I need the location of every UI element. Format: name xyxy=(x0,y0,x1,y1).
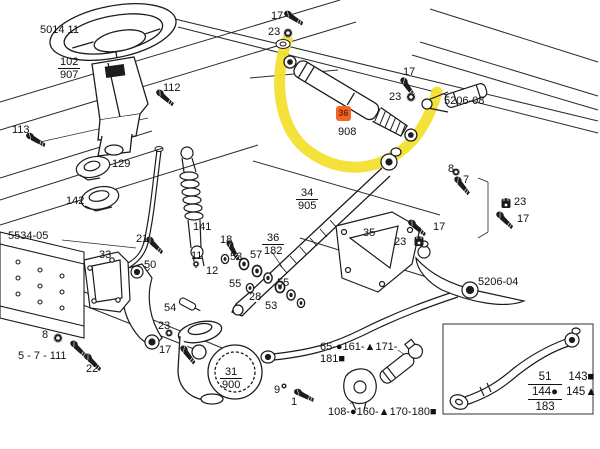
grease-fitting xyxy=(178,297,201,312)
part-label: 57 xyxy=(250,249,263,261)
part-label: 23 xyxy=(268,26,281,38)
clamp-part xyxy=(275,39,291,49)
part-label: 17 xyxy=(403,66,416,78)
part-label: 28 xyxy=(249,291,262,303)
part-label: 5 - 7 - 111 xyxy=(18,350,67,362)
legend-cell: 183 xyxy=(535,401,555,413)
boxed-assembly xyxy=(442,323,594,415)
part-label: 21 xyxy=(136,233,149,245)
part-label: 17 xyxy=(271,10,284,22)
part-label: 108-●160-▲170-180■ xyxy=(328,406,437,418)
part-label: 23 xyxy=(158,320,171,332)
steering-wheel xyxy=(49,3,177,61)
hydraulic-pipe xyxy=(125,146,164,268)
part-label: 33 xyxy=(99,249,112,261)
part-label: 142 xyxy=(66,195,85,207)
steering-column-housing xyxy=(91,56,149,157)
damper-bracket-arm xyxy=(421,83,488,113)
highlighted-part-badge: 36 xyxy=(336,106,351,121)
highlight-arc xyxy=(274,34,443,173)
part-label: 5534-05 xyxy=(8,230,49,242)
column-lower-shaft xyxy=(179,146,205,269)
part-label: 54 xyxy=(164,302,177,314)
part-label: 9 xyxy=(274,384,281,396)
steering-arm-hub xyxy=(343,368,377,411)
part-label: 65-●161-▲171-181■ xyxy=(320,341,398,365)
part-label: 23 xyxy=(394,236,407,248)
part-label: 141 xyxy=(193,221,212,233)
part-label: 17 xyxy=(517,213,530,225)
frame-channel xyxy=(0,231,85,339)
part-label: 53 xyxy=(230,251,243,263)
part-label: 50 xyxy=(144,259,157,271)
part-label: 11 xyxy=(191,250,203,262)
legend-cell xyxy=(562,400,600,415)
legend-box: 51 143■ 144● 145▲ 183 xyxy=(528,370,600,414)
legend-cell: 144● xyxy=(528,384,563,400)
part-label: 1 xyxy=(291,396,298,408)
part-label: 53 xyxy=(265,300,278,312)
part-label: 17 xyxy=(159,344,172,356)
part-label: 5014 11 xyxy=(40,24,79,36)
part-label: 113 xyxy=(12,124,30,136)
part-label: 55 xyxy=(229,278,242,290)
upper-swivel-joint xyxy=(380,147,402,171)
boot-142 xyxy=(80,185,120,212)
part-label: 22 xyxy=(86,363,99,375)
gear-mount-bracket xyxy=(335,211,421,293)
part-label: 908 xyxy=(338,126,357,138)
part-label: 18 xyxy=(220,234,233,246)
legend-cell: 145▲ xyxy=(566,386,597,398)
gear-mount-plate xyxy=(83,251,131,313)
part-label: 5206-04 xyxy=(478,276,519,288)
knuckle-arm xyxy=(415,240,527,306)
part-label: 23 xyxy=(389,91,402,103)
part-label: 129 xyxy=(112,158,131,170)
part-label: 23 xyxy=(514,196,527,208)
steering-gear-box xyxy=(177,320,263,405)
part-label: 112 xyxy=(163,82,181,94)
steering-damper xyxy=(283,55,418,142)
legend-cell: 143■ xyxy=(568,371,595,384)
part-label: 8 xyxy=(448,163,455,175)
boot-129 xyxy=(75,155,111,181)
part-label: 12 xyxy=(206,265,219,277)
part-label: 17 xyxy=(433,221,446,233)
tie-rod-end xyxy=(379,338,424,384)
part-label: 8 xyxy=(42,329,49,341)
part-label: 55 xyxy=(277,277,290,289)
part-label: 5206-08 xyxy=(444,95,485,107)
legend-cell: 51 xyxy=(528,370,563,385)
intermediate-shaft xyxy=(231,167,391,317)
part-label: 35 xyxy=(363,227,376,239)
drag-link xyxy=(260,290,459,364)
part-label: 7 xyxy=(463,174,470,186)
